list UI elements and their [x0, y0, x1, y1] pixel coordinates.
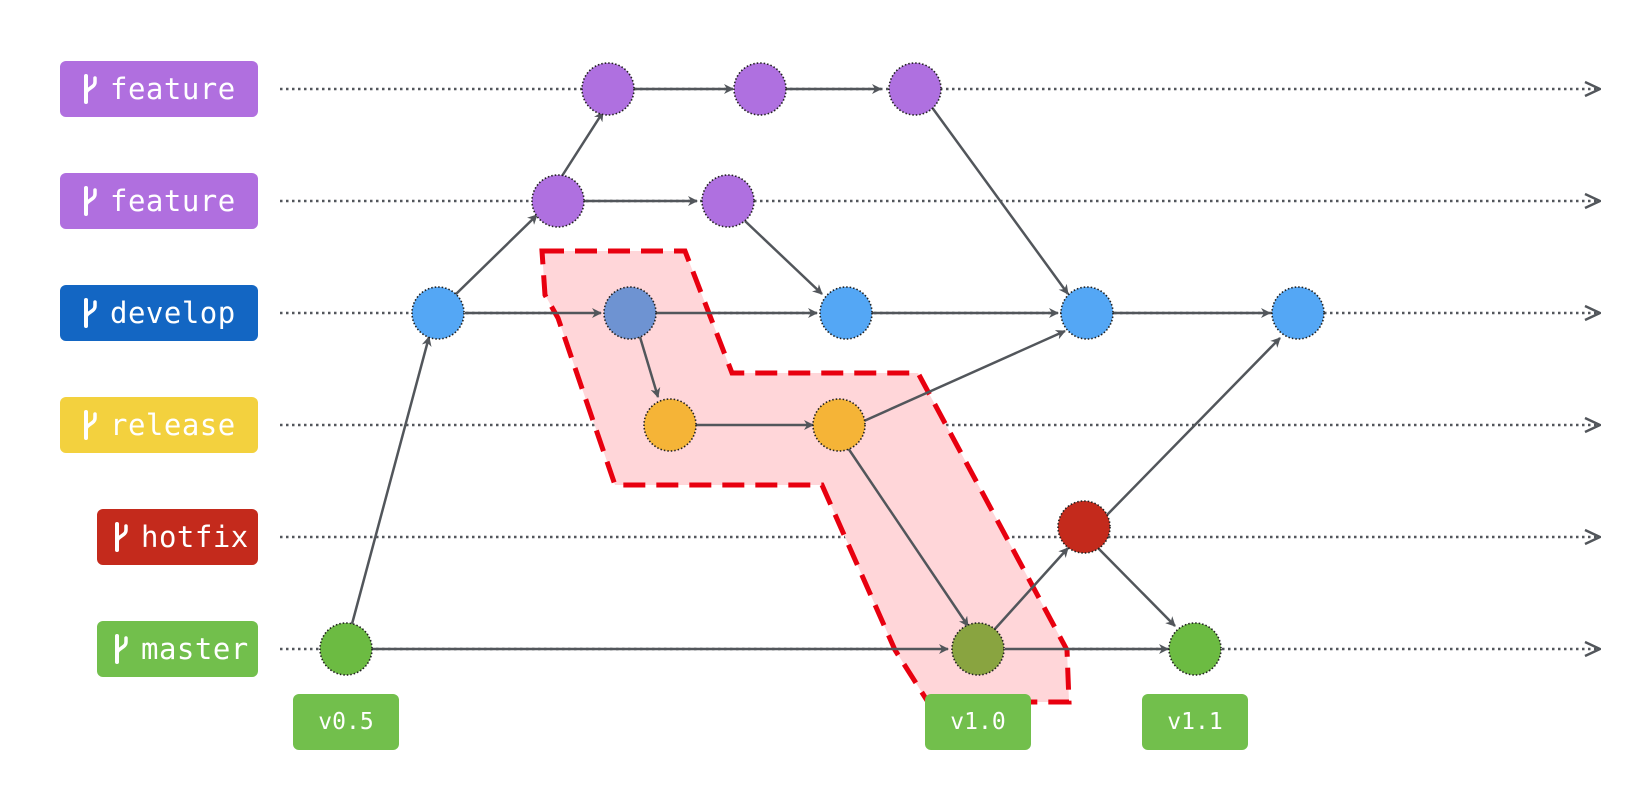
commit-feature2-1	[531, 174, 585, 228]
commit-feature1-1	[581, 62, 635, 116]
git-branch-icon	[84, 74, 97, 104]
commit-develop-2	[603, 286, 657, 340]
commit-feature1-2	[733, 62, 787, 116]
link-feature1-develop	[929, 105, 1070, 295]
link-hotfix-develop	[1104, 337, 1281, 518]
commit-feature2-2	[701, 174, 755, 228]
commit-hotfix-1	[1057, 500, 1111, 554]
tag-v1-0: v1.0	[925, 694, 1031, 750]
commit-links	[350, 84, 1281, 654]
branch-label-text: feature	[110, 72, 236, 106]
commit-master-v10	[951, 622, 1005, 676]
commit-feature1-3	[888, 62, 942, 116]
tag-v1-1: v1.1	[1142, 694, 1248, 750]
link-feature2-feature1	[560, 111, 605, 177]
git-branch-icon	[84, 186, 97, 216]
link-release-develop	[863, 329, 1066, 423]
branch-label-text: feature	[110, 184, 236, 218]
tag-v0-5: v0.5	[293, 694, 399, 750]
link-develop-feature2	[454, 214, 538, 296]
commit-master-v11	[1168, 622, 1222, 676]
branch-label-develop: develop	[60, 285, 258, 341]
branch-label-release: release	[60, 397, 258, 453]
link-master-hotfix	[993, 547, 1069, 631]
commit-release-2	[812, 398, 866, 452]
branch-label-text: release	[110, 408, 236, 442]
branch-label-text: develop	[110, 296, 236, 330]
git-branch-icon	[115, 522, 128, 552]
git-branch-icon	[84, 298, 97, 328]
branch-label-master: master	[97, 621, 258, 677]
branch-label-hotfix: hotfix	[97, 509, 258, 565]
branch-label-feature-2: feature	[60, 173, 258, 229]
branch-label-text: hotfix	[141, 520, 249, 554]
branch-label-feature-1: feature	[60, 61, 258, 117]
commit-nodes	[319, 62, 1325, 676]
commit-develop-3	[819, 286, 873, 340]
link-release-master	[846, 447, 970, 627]
link-feature2-develop	[744, 220, 823, 295]
commit-release-1	[643, 398, 697, 452]
link-develop-release	[638, 336, 661, 398]
commit-master-v05	[319, 622, 373, 676]
commit-develop-5	[1271, 286, 1325, 340]
git-branch-icon	[84, 410, 97, 440]
git-branch-icon	[115, 634, 128, 664]
link-hotfix-master	[1097, 547, 1176, 627]
commit-develop-4	[1060, 286, 1114, 340]
branch-label-text: master	[141, 632, 249, 666]
commit-develop-1	[411, 286, 465, 340]
link-v05-develop	[350, 336, 432, 625]
